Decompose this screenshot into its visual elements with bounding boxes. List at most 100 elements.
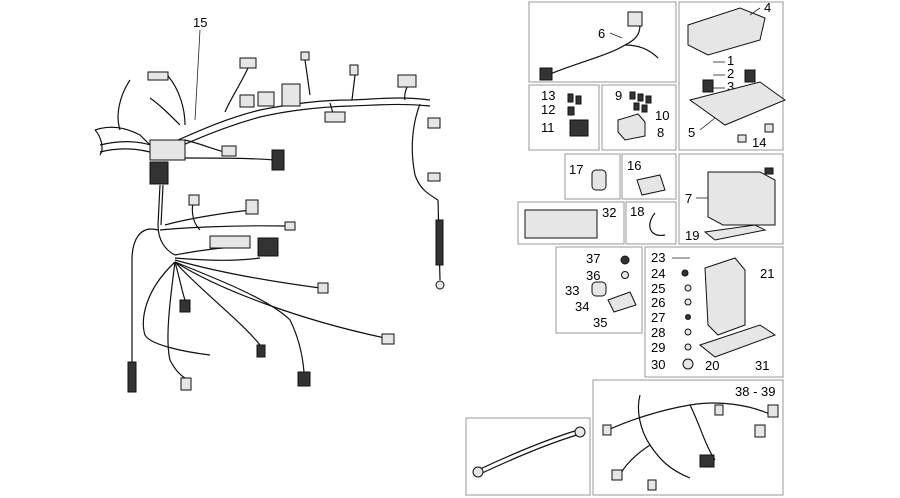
ring-terminal <box>472 466 484 478</box>
callout-1: 1 <box>727 53 734 68</box>
fuse <box>645 95 652 104</box>
cable-sleeve <box>435 219 444 266</box>
branch-wire <box>174 261 386 339</box>
callout-11: 11 <box>541 120 555 135</box>
connector <box>271 149 285 171</box>
rubber-mount <box>744 69 756 83</box>
panel-frame <box>528 84 600 151</box>
battery-pad <box>703 224 767 241</box>
connector <box>245 199 259 215</box>
connector <box>239 94 255 108</box>
panel-ecu-bracket: 4 1 2 3 5 14 <box>678 0 787 151</box>
callout-33: 33 <box>565 283 579 298</box>
panel-sensor-mount: 37 36 33 34 35 <box>555 246 643 334</box>
fuse-holder <box>617 113 646 141</box>
connector <box>611 469 623 481</box>
connector <box>349 64 359 76</box>
branch-wire <box>174 259 321 289</box>
relay <box>569 119 589 137</box>
panel-part-16: 16 <box>621 153 677 200</box>
callout-15: 15 <box>193 15 207 30</box>
connector <box>257 237 279 257</box>
panel-frame <box>625 201 677 245</box>
connector <box>209 235 251 249</box>
battery <box>707 171 776 226</box>
cylindrical-part <box>591 169 607 191</box>
ground-cable <box>479 433 581 475</box>
branch-wire <box>149 97 181 126</box>
pad-part <box>524 209 598 239</box>
ecu-unit <box>687 7 766 56</box>
branch-wire <box>159 225 286 231</box>
branch-wire <box>94 129 103 156</box>
callout-22: 20 <box>705 358 719 373</box>
callout-37: 37 <box>586 251 600 266</box>
panel-frame <box>517 201 625 245</box>
lower-bundle <box>157 184 176 256</box>
fuse <box>633 102 640 111</box>
connector <box>699 454 715 468</box>
callout-19: 19 <box>685 228 699 243</box>
panel-frame <box>555 246 643 334</box>
callout-21: 31 <box>755 358 769 373</box>
panel-part-6: 6 <box>528 1 677 83</box>
branch-wire <box>167 261 186 379</box>
leader-line <box>749 7 761 16</box>
battery-terminal <box>764 167 774 175</box>
callout-25: 25 <box>651 281 665 296</box>
callout-3: 3 <box>727 79 734 94</box>
callout-34: 34 <box>575 299 589 314</box>
connector <box>284 221 296 231</box>
connector <box>256 344 266 358</box>
branch-wire <box>167 75 186 126</box>
callout-18: 18 <box>630 204 644 219</box>
callout-9: 9 <box>615 88 622 103</box>
washer <box>621 271 629 279</box>
callout-23: 23 <box>651 250 665 265</box>
branch-wire <box>117 79 131 131</box>
connector <box>767 404 779 418</box>
panel-frame <box>644 246 784 378</box>
main-wiring-harness: 15 <box>94 15 445 393</box>
connector <box>300 51 310 61</box>
part-cable <box>624 44 659 59</box>
fuse <box>567 106 575 116</box>
connector <box>539 67 553 81</box>
branch-wire <box>351 74 356 101</box>
callout-27: 27 <box>651 310 665 325</box>
callout-26: 26 <box>651 295 665 310</box>
callout-7: 7 <box>685 191 692 206</box>
clip <box>737 134 747 143</box>
holder-part <box>636 174 666 196</box>
connector <box>381 333 395 345</box>
callout-17: 17 <box>569 162 583 177</box>
connector <box>257 91 275 107</box>
branch-wire <box>304 59 311 96</box>
callout-24: 24 <box>651 266 665 281</box>
clip <box>764 123 774 133</box>
callout-31: 38 - 39 <box>735 384 775 399</box>
branch-wire <box>174 261 261 346</box>
leader-line <box>194 29 201 121</box>
connector <box>127 361 137 393</box>
connector <box>221 145 237 157</box>
ecu-bracket <box>688 81 787 126</box>
panel-part-32: 32 <box>517 201 625 245</box>
callout-4: 4 <box>764 0 771 15</box>
connector <box>754 424 766 438</box>
rubber-mount <box>702 79 714 93</box>
washer <box>684 343 692 351</box>
lower-bundle <box>131 228 159 360</box>
branch-wire <box>174 257 261 261</box>
connector <box>297 371 311 387</box>
branch-wire <box>174 261 305 373</box>
part-cable <box>689 404 716 461</box>
fuse <box>575 95 582 105</box>
panel-frame <box>621 153 677 200</box>
connector <box>714 404 724 416</box>
part-cable <box>547 24 641 76</box>
connector <box>147 71 169 81</box>
branch-wire <box>174 261 186 301</box>
callout-32: 32 <box>602 205 616 220</box>
